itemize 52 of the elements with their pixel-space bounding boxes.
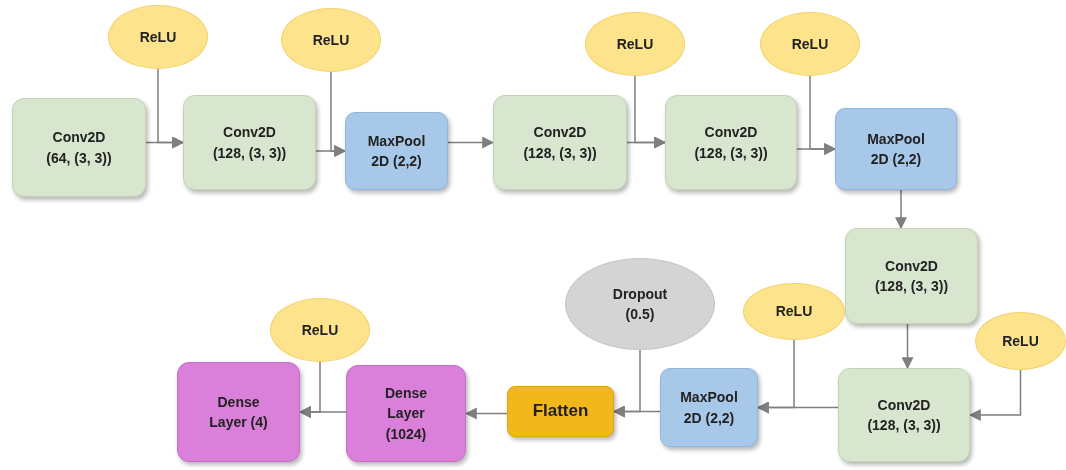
layer-label: Dense Layer (1024) (384, 384, 428, 444)
layer-label: Conv2D (533, 123, 587, 143)
layer-label: ReLU (301, 320, 339, 340)
layer-label: Flatten (532, 400, 589, 423)
arrow (447, 136, 495, 149)
pooling-layer-box (345, 112, 448, 190)
layer-label: (64, (3, 3)) (46, 148, 112, 168)
layer-label: (128, (3, 3)) (212, 143, 287, 163)
pooling-layer-box (660, 368, 758, 447)
layer-label: Conv2D (52, 128, 106, 148)
dense-layer-box (346, 365, 466, 462)
arrow (464, 407, 508, 420)
layer-label: Conv2D (704, 123, 758, 143)
pooling-layer-box (835, 108, 957, 190)
arrow (612, 348, 641, 418)
layer-label: MaxPool 2D (2,2) (866, 129, 926, 169)
layer-label: ReLU (775, 302, 813, 322)
activation-ellipse (743, 283, 845, 340)
dense-layer-box (177, 362, 300, 462)
arrow (809, 74, 837, 155)
layer-label: ReLU (616, 34, 654, 54)
layer-label: Conv2D (885, 256, 938, 276)
layer-label: Dropout (0.5) (611, 284, 669, 324)
arrow (634, 74, 667, 149)
layer-label: ReLU (1002, 331, 1039, 351)
arrow (330, 70, 347, 157)
conv-layer-box (493, 95, 627, 190)
layer-label: (128, (3, 3)) (694, 143, 768, 163)
conv-layer-box (845, 228, 978, 324)
layer-label: MaxPool 2D (2,2) (366, 131, 427, 171)
layer-label: (128, (3, 3)) (874, 277, 949, 296)
arrow (298, 360, 321, 418)
layer-label: Conv2D (223, 123, 276, 143)
arrow (901, 323, 914, 370)
arrow (895, 189, 907, 230)
conv-layer-box (12, 98, 146, 197)
arrow (157, 67, 185, 149)
activation-ellipse (975, 312, 1066, 370)
layer-label: Dense Layer (4) (208, 392, 269, 432)
layer-label: ReLU (139, 27, 177, 47)
arrow (756, 338, 795, 414)
conv-layer-box (183, 95, 316, 190)
conv-layer-box (838, 368, 970, 462)
conv-layer-box (665, 95, 797, 190)
layer-label: ReLU (791, 34, 829, 54)
flatten-box (507, 386, 614, 437)
layer-label: Conv2D (877, 395, 931, 415)
arrow (968, 368, 1022, 421)
layer-label: (128, (3, 3)) (867, 416, 941, 435)
layer-label: (128, (3, 3)) (523, 143, 597, 163)
layer-label: MaxPool 2D (2,2) (679, 388, 739, 428)
layer-label: ReLU (312, 30, 350, 50)
